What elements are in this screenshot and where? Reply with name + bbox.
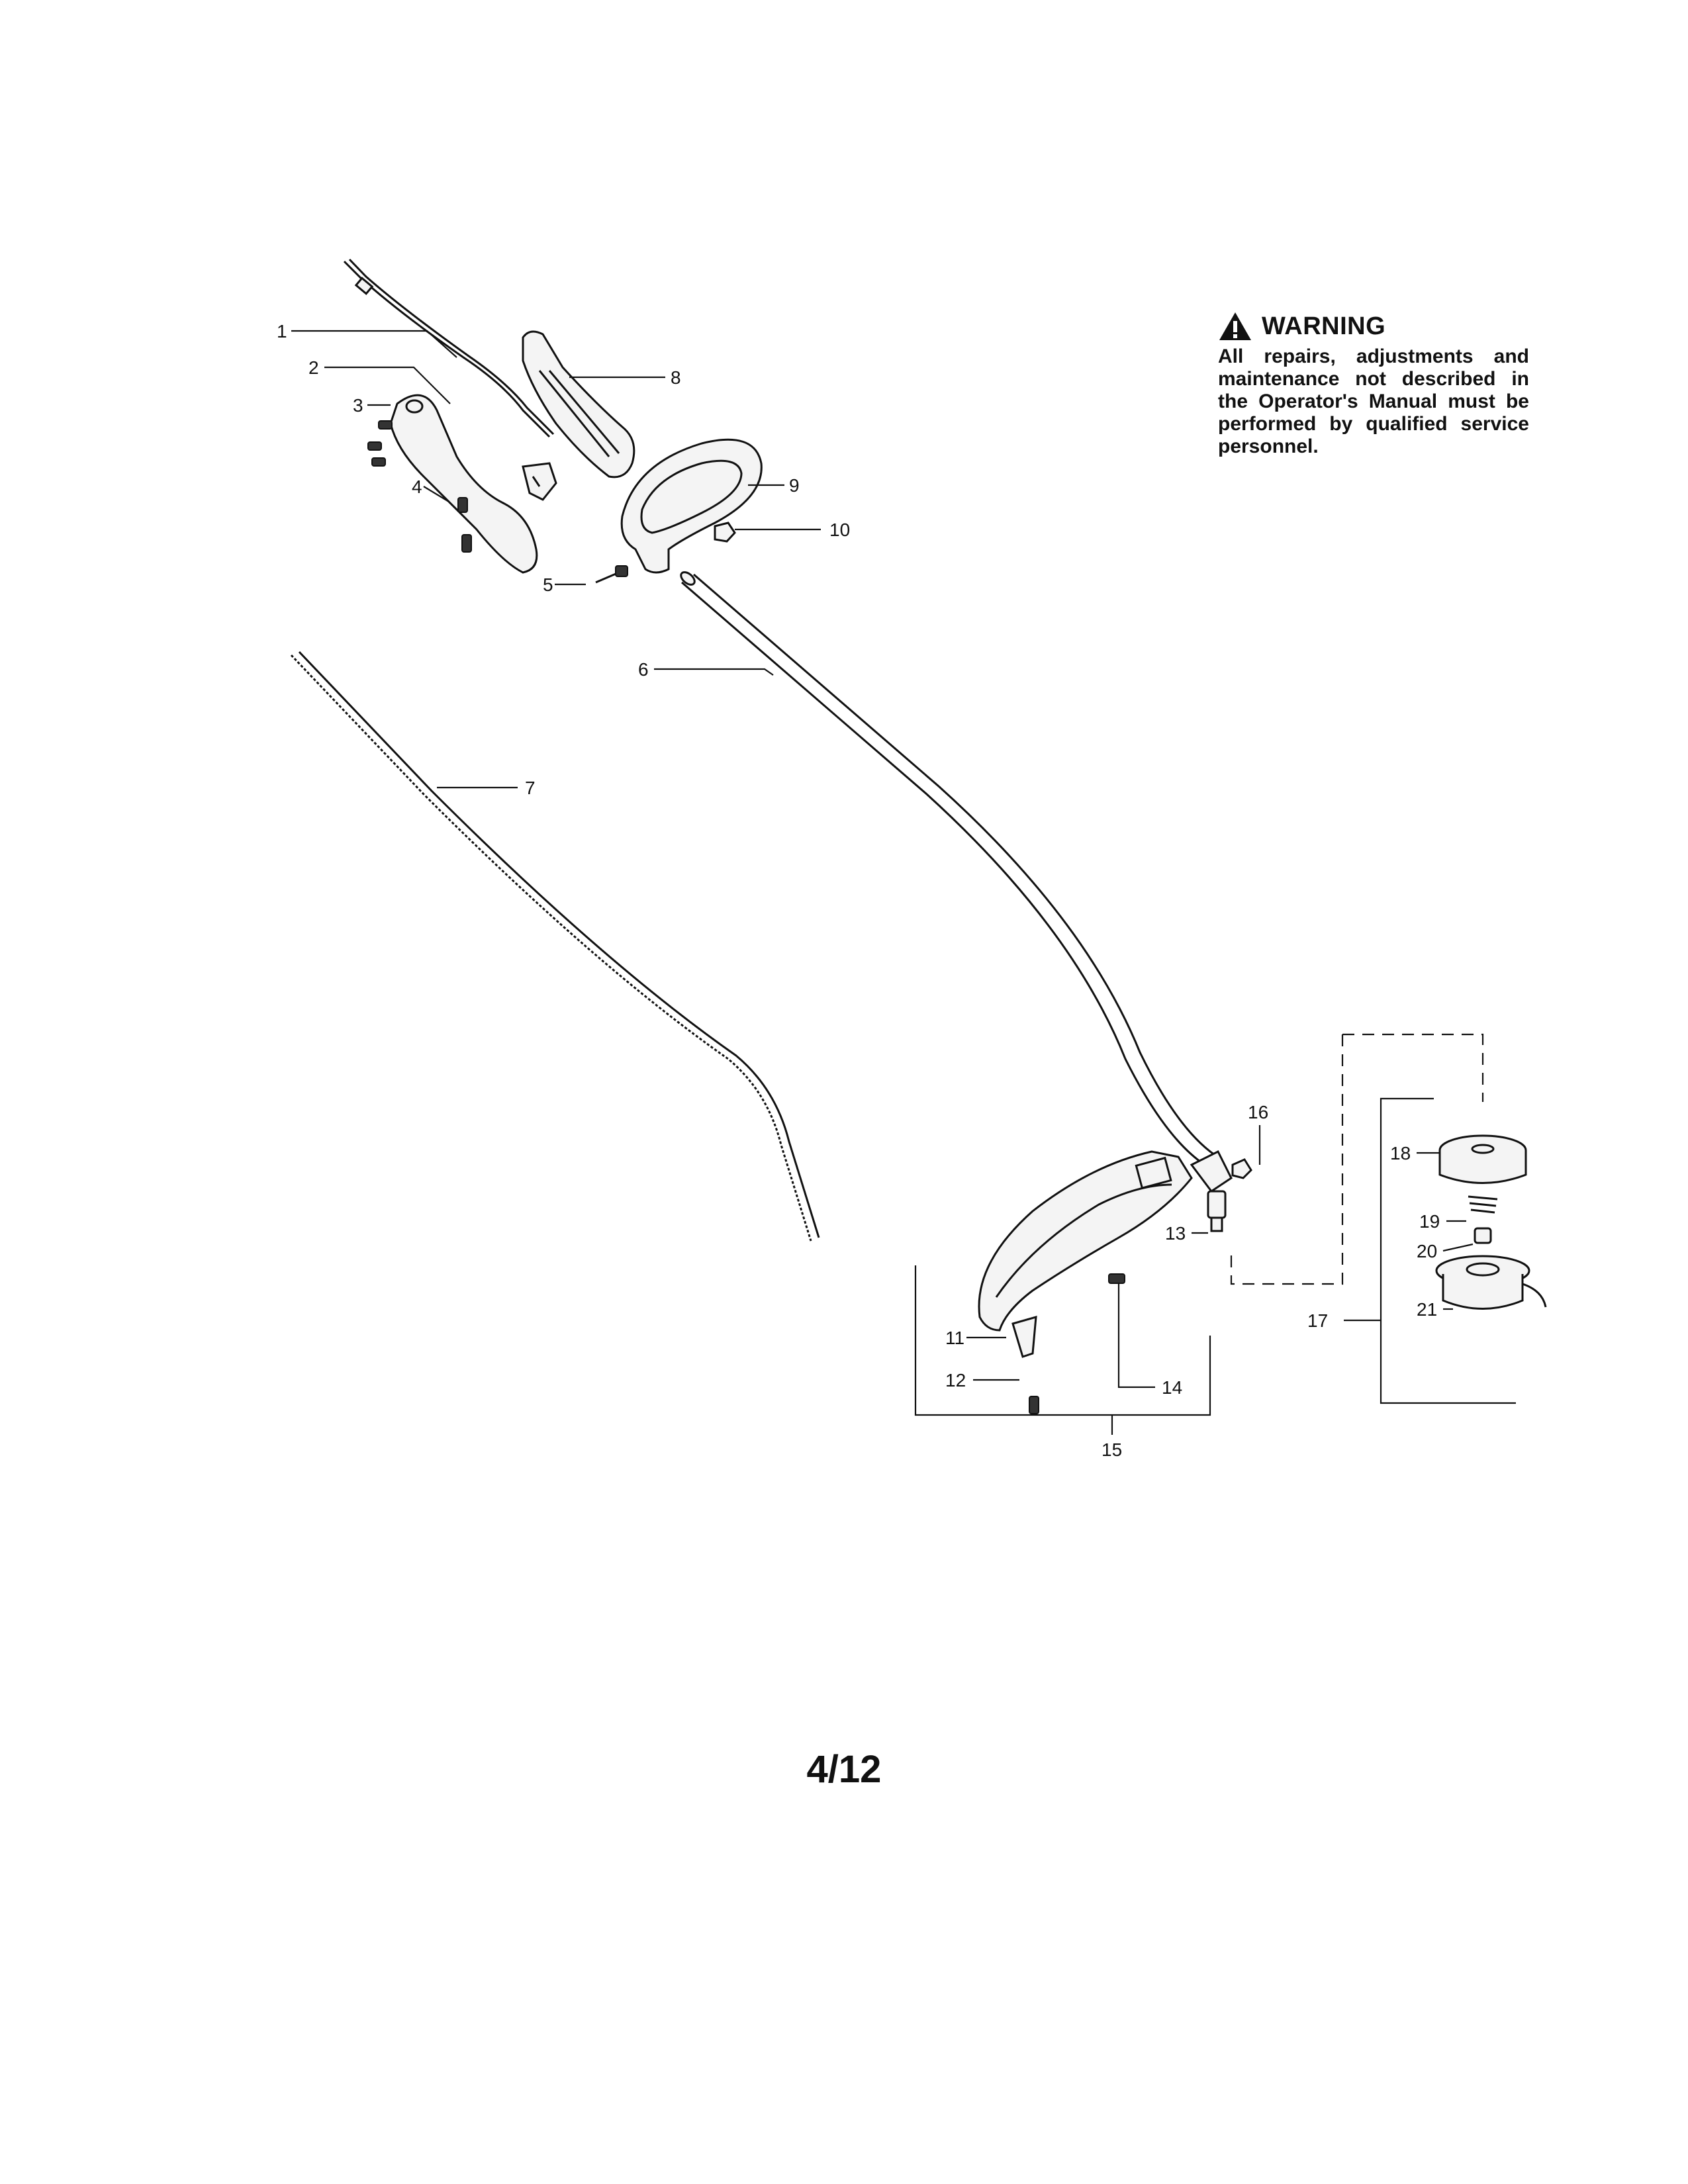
callout-4: 4	[412, 477, 422, 497]
warning-text: All repairs, adjustments and maintenance…	[1218, 345, 1529, 457]
callout-18: 18	[1390, 1143, 1411, 1163]
callout-7: 7	[525, 778, 536, 798]
callout-14: 14	[1162, 1377, 1182, 1398]
callout-1: 1	[277, 321, 287, 341]
callout-12: 12	[945, 1370, 966, 1390]
callout-13: 13	[1165, 1223, 1186, 1244]
part-19-spring	[1468, 1195, 1498, 1214]
warning-title: WARNING	[1262, 312, 1386, 340]
part-6-shaft-housing	[680, 571, 1233, 1193]
part-20-eyelet	[1474, 1227, 1492, 1244]
part-8-handle-half	[522, 330, 635, 478]
callout-20: 20	[1417, 1241, 1437, 1261]
dashed-bracket	[1230, 1033, 1484, 1285]
callout-11: 11	[945, 1328, 964, 1348]
part-12-screw	[1029, 1396, 1039, 1414]
part-16-wing-nut	[1231, 1158, 1252, 1179]
callout-9: 9	[789, 475, 800, 496]
callout-15: 15	[1102, 1439, 1122, 1460]
part-9-loop-handle	[620, 438, 763, 574]
callout-3: 3	[353, 395, 363, 416]
part-7-drive-shaft	[290, 651, 820, 1242]
callout-6: 6	[638, 659, 649, 680]
part-11-line-cutter	[1011, 1315, 1037, 1358]
part-13-coupling	[1207, 1190, 1227, 1232]
callout-5: 5	[543, 574, 553, 595]
part-2-throttle-trigger	[522, 462, 557, 501]
leader-lines	[291, 330, 1474, 1388]
bracket-17	[1344, 1097, 1516, 1404]
part-14-screw	[1108, 1273, 1125, 1284]
part-10-wing-nut	[714, 522, 736, 543]
part-4-screws	[367, 420, 472, 553]
callout-16: 16	[1248, 1102, 1268, 1122]
warning-triangle-icon	[1219, 312, 1251, 340]
part-21-spool	[1435, 1255, 1547, 1310]
part-3-handle-half	[389, 394, 538, 574]
callout-19: 19	[1419, 1211, 1440, 1232]
callout-17: 17	[1307, 1310, 1328, 1331]
page-number: 4/12	[806, 1748, 882, 1791]
part-18-spool-cover	[1438, 1134, 1527, 1184]
bracket-15	[914, 1265, 1211, 1435]
warning-header: WARNING	[1218, 311, 1529, 341]
warning-notice: WARNING All repairs, adjustments and mai…	[1218, 311, 1529, 458]
callout-2: 2	[308, 357, 319, 378]
part-5-screw	[595, 565, 628, 584]
callout-numbers: 1 2 3 4 5 6 7 8 9 10 11 12 13 14 15 16 1…	[277, 321, 1440, 1460]
callout-8: 8	[671, 367, 681, 388]
part-15-deflector-shield	[978, 1150, 1193, 1332]
part-1-throttle-cable	[343, 258, 555, 438]
callout-21: 21	[1417, 1299, 1437, 1320]
callout-10: 10	[829, 520, 850, 540]
